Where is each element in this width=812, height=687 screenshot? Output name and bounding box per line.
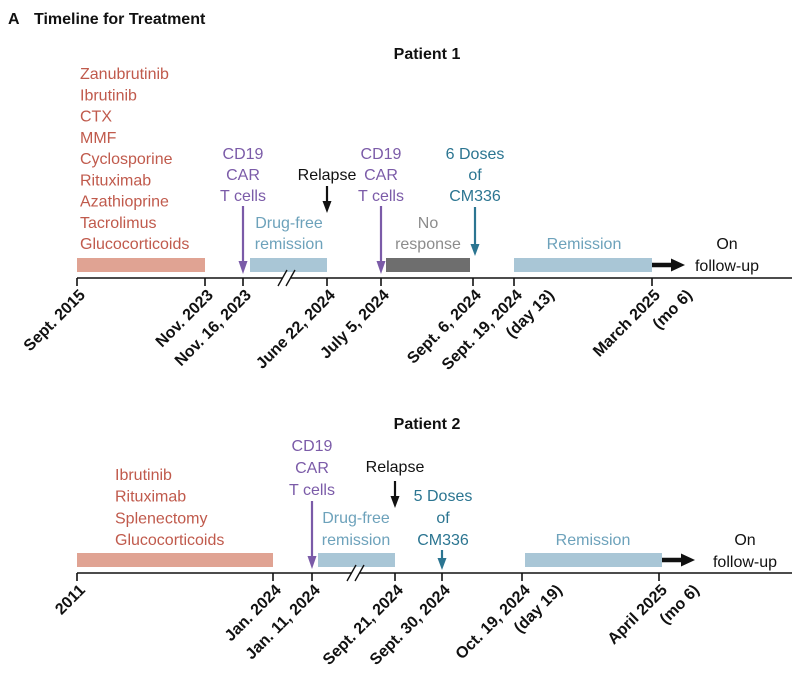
prior-therapy-bar [77,553,273,567]
follow-up-label: follow-up [713,554,777,571]
car-t-label-line: T cells [289,482,335,499]
cm336-arrow-icon [437,550,447,570]
date-label: Sept. 21, 2024 [320,582,407,669]
follow-up-label: On [716,236,737,253]
prior-therapy-item: MMF [80,130,117,147]
date-label: Sept. 2015 [21,287,89,355]
follow-up-label: follow-up [695,258,759,275]
drug-free-remission-label: Drug-free [255,215,323,232]
follow-up-arrow-icon [662,553,695,567]
prior-therapy-item: Rituximab [115,489,186,506]
car-t-label-line: CD19 [223,146,264,163]
relapse-arrow-icon [322,186,332,213]
drug-free-remission-bar [318,553,395,567]
car-t-label-line: CAR [226,167,260,184]
relapse-marker: Relapse [366,459,425,508]
patient-1-date-labels: Sept. 2015 Nov. 2023 Nov. 16, 2023 June … [21,287,696,374]
prior-therapy-item: Glucocorticoids [80,236,189,253]
prior-therapy-item: Rituximab [80,172,151,189]
car-t-infusion-1: CD19 CAR T cells [289,438,335,569]
remission-bar [514,258,652,272]
remission-label: Remission [556,532,631,549]
patient-2-prior-therapies: Ibrutinib Rituximab Splenectomy Glucocor… [115,467,224,549]
car-t-arrow-icon [376,206,386,274]
car-t-label-line: CAR [364,167,398,184]
relapse-arrow-icon [390,481,400,508]
cm336-label-line: CM336 [449,188,501,205]
no-response-label: response [395,236,461,253]
patient-1-timeline: Patient 1 Zanubrutinib Ibrutinib CTX MMF… [21,46,792,374]
patient-2-timeline: Patient 2 Ibrutinib Rituximab Splenectom… [52,416,792,669]
car-t-infusion-2: CD19 CAR T cells [358,146,404,274]
car-t-label-line: CD19 [361,146,402,163]
prior-therapy-item: Zanubrutinib [80,66,169,83]
remission-bar [525,553,662,567]
prior-therapy-item: Ibrutinib [115,467,172,484]
remission-label: Remission [547,236,622,253]
car-t-arrow-icon [307,501,317,569]
prior-therapy-bar [77,258,205,272]
car-t-label-line: T cells [358,188,404,205]
patient-1-heading: Patient 1 [394,46,461,63]
car-t-arrow-icon [238,206,248,274]
cm336-label-line: of [436,510,450,527]
cm336-label-line: CM336 [417,532,469,549]
no-response-bar [386,258,470,272]
prior-therapy-item: Glucocorticoids [115,532,224,549]
cm336-arrow-icon [470,207,480,256]
axis-break-icon [277,269,296,287]
cm336-doses: 6 Doses of CM336 [446,146,505,256]
no-response-label: No [418,215,439,232]
prior-therapy-item: CTX [80,109,112,126]
prior-therapy-item: Ibrutinib [80,87,137,104]
cm336-doses: 5 Doses of CM336 [414,488,473,570]
follow-up-label: On [734,532,755,549]
date-label: 2011 [52,582,89,619]
drug-free-remission-bar [250,258,327,272]
cm336-label-line: 5 Doses [414,488,473,505]
prior-therapy-item: Splenectomy [115,510,208,527]
date-label: Sept. 30, 2024 [367,582,454,669]
car-t-infusion-1: CD19 CAR T cells [220,146,266,274]
relapse-label: Relapse [366,459,425,476]
panel-letter: A [8,11,20,28]
follow-up-arrow-icon [652,258,685,272]
car-t-label-line: CD19 [292,438,333,455]
drug-free-remission-label: remission [255,236,323,253]
patient-1-date-ticks [76,278,653,286]
drug-free-remission-label: Drug-free [322,510,390,527]
patient-1-prior-therapies: Zanubrutinib Ibrutinib CTX MMF Cyclospor… [80,66,189,253]
relapse-label: Relapse [298,167,357,184]
prior-therapy-item: Tacrolimus [80,215,156,232]
relapse-marker: Relapse [298,167,357,213]
car-t-label-line: CAR [295,460,329,477]
axis-break-icon [346,564,365,582]
patient-2-date-ticks [76,573,660,581]
drug-free-remission-label: remission [322,532,390,549]
patient-2-heading: Patient 2 [394,416,461,433]
patient-2-date-labels: 2011 Jan. 2024 Jan. 11, 2024 Sept. 21, 2… [52,582,703,669]
figure-title: Timeline for Treatment [34,11,206,28]
prior-therapy-item: Azathioprine [80,194,169,211]
cm336-label-line: 6 Doses [446,146,505,163]
cm336-label-line: of [468,167,482,184]
prior-therapy-item: Cyclosporine [80,151,173,168]
car-t-label-line: T cells [220,188,266,205]
